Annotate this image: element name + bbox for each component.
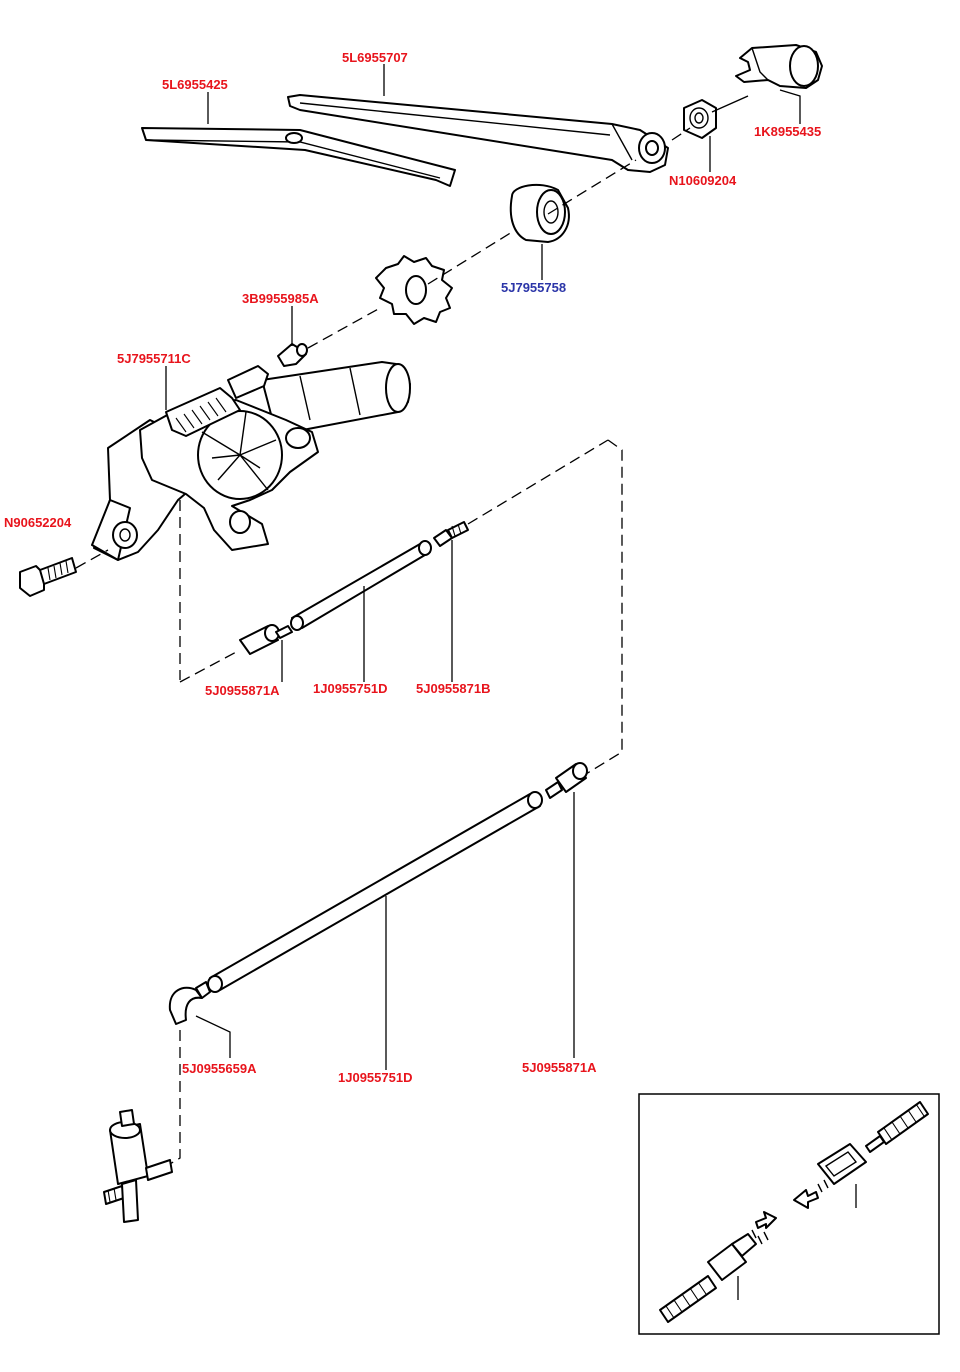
part-label-1k8955435[interactable]: 1K8955435	[754, 124, 821, 139]
inset-threaded-fitting-upper	[865, 1101, 929, 1153]
leader-lines	[165, 64, 801, 1070]
wiper-arm[interactable]	[287, 94, 669, 173]
part-label-1j0955751d-bottom[interactable]: 1J0955751D	[338, 1070, 412, 1085]
part-label-5j7955758[interactable]: 5J7955758	[501, 280, 566, 295]
part-number-labels: 5L6955707 5L6955425 1K8955435 N10609204 …	[4, 50, 821, 1085]
part-label-n10609204[interactable]: N10609204	[669, 173, 737, 188]
hex-nut[interactable]	[683, 99, 717, 139]
hose-1j0955751d-short[interactable]	[290, 540, 432, 631]
inset-threaded-fitting-lower	[659, 1275, 717, 1323]
connector-5j0955871a-lower[interactable]	[545, 762, 588, 799]
inset-detail	[638, 1093, 940, 1335]
arm-cap[interactable]	[735, 44, 823, 89]
star-seal[interactable]	[375, 255, 453, 325]
inset-arrow-left-icon	[793, 1179, 829, 1209]
elbow-5j0955659a[interactable]	[168, 981, 211, 1025]
rubber-bushing[interactable]	[509, 183, 570, 243]
part-label-5j0955871b[interactable]: 5J0955871B	[416, 681, 490, 696]
connector-5j0955871b[interactable]	[433, 521, 469, 547]
part-label-5j0955871a-top[interactable]: 5J0955871A	[205, 683, 280, 698]
hose-1j0955751d-long[interactable]	[207, 791, 543, 993]
part-label-5j0955871a-bottom[interactable]: 5J0955871A	[522, 1060, 597, 1075]
wiper-motor[interactable]	[91, 361, 411, 561]
routing-lines	[75, 95, 749, 1165]
inset-arrow-right-icon	[751, 1211, 777, 1245]
part-label-5l6955707[interactable]: 5L6955707	[342, 50, 408, 65]
inset-quick-connector-upper	[817, 1143, 867, 1185]
hex-bolt[interactable]	[19, 557, 77, 597]
part-label-5j7955711c[interactable]: 5J7955711C	[117, 351, 191, 366]
wiper-blade[interactable]	[141, 127, 456, 187]
part-label-3b9955985a[interactable]: 3B9955985A	[242, 291, 319, 306]
part-label-n90652204[interactable]: N90652204	[4, 515, 72, 530]
inset-quick-connector-lower	[707, 1233, 757, 1281]
washer-pump[interactable]	[103, 1109, 173, 1223]
spacer-sleeve[interactable]	[277, 343, 308, 367]
part-label-1j0955751d-top[interactable]: 1J0955751D	[313, 681, 387, 696]
part-label-5l6955425[interactable]: 5L6955425	[162, 77, 228, 92]
connector-5j0955871a-upper[interactable]	[239, 624, 293, 655]
part-label-5j0955659a[interactable]: 5J0955659A	[182, 1061, 257, 1076]
